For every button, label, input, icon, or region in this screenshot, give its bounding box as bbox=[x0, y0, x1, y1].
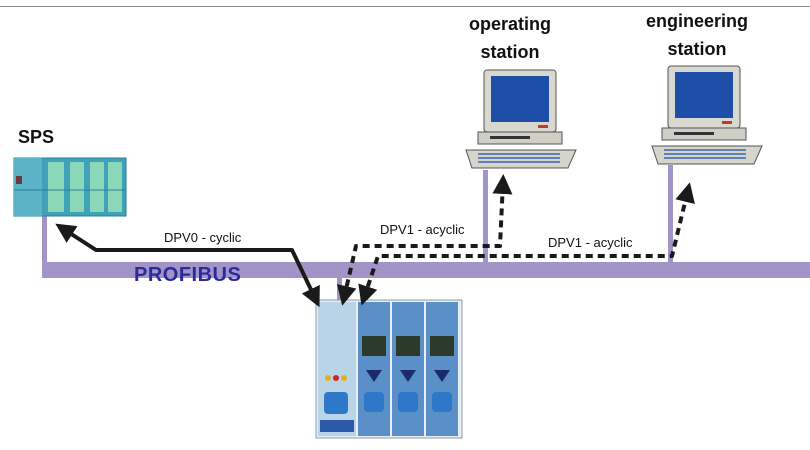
engineering-station-title-line2: station bbox=[667, 39, 727, 59]
engineering-station-title-line1: engineering bbox=[645, 11, 748, 31]
engineering-station-title: engineering station bbox=[632, 7, 762, 63]
field-device-modules-icon bbox=[315, 299, 463, 439]
sps-drop-line bbox=[42, 215, 47, 265]
dpv1-acyclic-engineering-arrow bbox=[358, 182, 695, 306]
operating-station-computer-icon bbox=[465, 69, 577, 169]
operating-station-title-line1: operating bbox=[468, 14, 551, 34]
dpv0-cyclic-arrow bbox=[55, 223, 320, 308]
operating-station-title: operating station bbox=[455, 10, 565, 66]
engineering-station-computer-icon bbox=[651, 65, 763, 165]
sps-title: SPS bbox=[18, 127, 55, 147]
sps-plc-icon bbox=[13, 157, 127, 217]
operating-station-title-line2: station bbox=[480, 42, 540, 62]
top-rule bbox=[0, 6, 810, 7]
